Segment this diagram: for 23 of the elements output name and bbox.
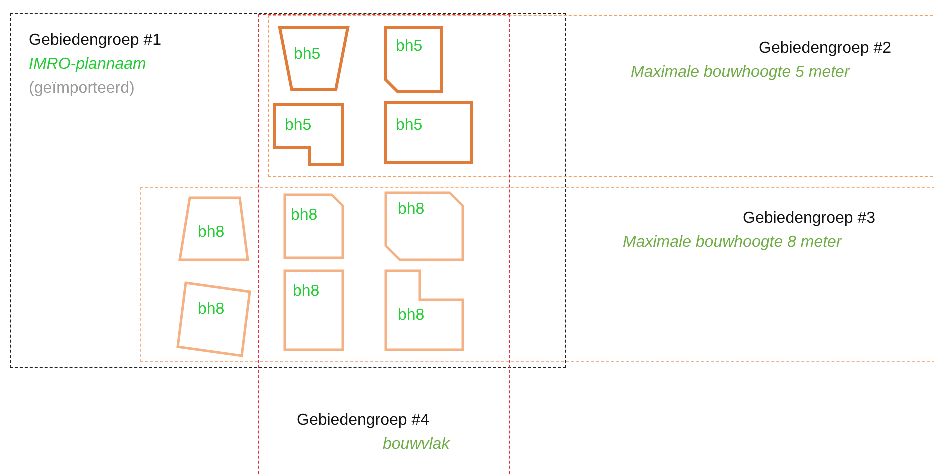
group-title: Gebiedengroep #4	[297, 411, 430, 431]
area-group-frame	[10, 13, 566, 368]
import-note: (geïmporteerd)	[29, 79, 135, 99]
group-subtitle: bouwvlak	[383, 435, 450, 455]
group-subtitle: Maximale bouwhoogte 8 meter	[623, 233, 842, 253]
group-title: Gebiedengroep #2	[759, 39, 892, 59]
height-label: bh5	[396, 117, 423, 135]
height-label: bh5	[285, 117, 312, 135]
height-label: bh8	[293, 283, 320, 301]
group-subtitle: IMRO-plannaam	[29, 55, 146, 75]
height-label: bh5	[396, 38, 423, 56]
group-title: Gebiedengroep #3	[743, 209, 876, 229]
area-group-frame	[140, 187, 934, 362]
height-label: bh8	[398, 307, 425, 325]
height-label: bh8	[198, 224, 225, 242]
height-label: bh8	[198, 301, 225, 319]
group-title: Gebiedengroep #1	[29, 31, 162, 51]
height-label: bh8	[291, 207, 318, 225]
height-label: bh8	[398, 201, 425, 219]
group-subtitle: Maximale bouwhoogte 5 meter	[631, 63, 850, 83]
area-group-frame	[268, 15, 934, 177]
area-group-frame	[258, 14, 510, 475]
height-label: bh5	[294, 46, 321, 64]
